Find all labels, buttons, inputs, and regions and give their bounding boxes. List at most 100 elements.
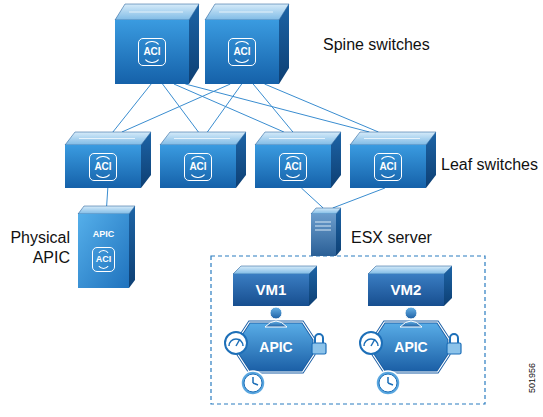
node-text: APIC <box>259 339 292 355</box>
top-face <box>160 132 246 145</box>
node-face: ACI <box>205 20 279 84</box>
front-face <box>160 145 236 188</box>
leaf-switch: ACI <box>65 132 151 188</box>
top-ridge <box>364 138 420 139</box>
node-text: APIC <box>93 229 115 239</box>
aci-icon-text: ACI <box>138 38 165 66</box>
apic-virtual: APIC <box>373 322 449 372</box>
top-face <box>233 266 317 274</box>
node-face: ACI <box>350 145 426 188</box>
front-face <box>205 20 279 84</box>
clock-face <box>379 374 397 392</box>
link-line <box>207 84 241 132</box>
esx-server: ESX server <box>311 208 341 256</box>
front-face <box>78 214 129 288</box>
side-face <box>426 132 436 188</box>
spine-switch: ACI <box>115 4 199 84</box>
side-face <box>444 266 452 306</box>
node-caption: Physical APIC <box>0 228 70 268</box>
group-label: Spine switches <box>323 35 430 55</box>
node-face: APIC ACI <box>78 214 129 286</box>
side-face <box>279 4 289 84</box>
link-line <box>107 188 108 206</box>
top-ridge <box>219 12 273 13</box>
leaf-switch: ACI <box>350 132 436 188</box>
virtual-machine: VM2 <box>368 266 452 306</box>
octagon-inner-border <box>373 322 449 372</box>
node-text: APIC <box>394 339 427 355</box>
group-label: Leaf switches <box>441 155 538 175</box>
top-ridge <box>269 138 325 139</box>
aci-icon-text: ACI <box>228 38 255 66</box>
top-face <box>78 206 135 214</box>
front-face <box>233 274 309 306</box>
virtual-machine: VM1 <box>233 266 317 306</box>
node-text: VM1 <box>256 282 287 298</box>
link-line <box>301 188 323 208</box>
top-face <box>255 132 341 145</box>
node-caption: ESX server <box>351 228 432 248</box>
drive-slots <box>315 222 331 230</box>
front-face <box>311 214 336 256</box>
aci-icon-text: ACI <box>184 153 211 181</box>
link-line <box>265 84 379 132</box>
octagon-outline <box>238 322 314 372</box>
side-face <box>129 206 135 288</box>
top-face <box>115 4 199 20</box>
lock-shackle <box>450 334 458 343</box>
top-face <box>311 208 341 214</box>
side-face <box>141 132 151 188</box>
top-face <box>65 132 151 145</box>
vm-apic-icons <box>225 307 326 395</box>
top-ridge <box>79 138 135 139</box>
link-line <box>333 188 385 208</box>
aci-icon-text: ACI <box>92 247 116 272</box>
leaf-switch: ACI <box>160 132 246 188</box>
link-line <box>253 84 293 132</box>
spine-switch-shape <box>115 4 199 84</box>
node-face: ACI <box>65 145 141 188</box>
top-ridge <box>129 12 183 13</box>
side-face <box>236 132 246 188</box>
top-face <box>368 266 452 274</box>
vm-apic-icons <box>360 307 461 395</box>
node-face: VM1 <box>233 274 309 306</box>
apic-server: APICACIPhysical APIC <box>78 206 135 288</box>
spine-switch: ACI <box>205 4 289 84</box>
side-face <box>331 132 341 188</box>
link-line <box>122 84 230 132</box>
apic-virtual: APIC <box>238 322 314 372</box>
node-face: ACI <box>115 20 189 84</box>
front-face <box>350 145 426 188</box>
node-face: APIC <box>373 322 449 372</box>
spine-switch-shape <box>205 4 289 84</box>
aci-icon-text: ACI <box>89 153 116 181</box>
person-head <box>270 307 282 319</box>
host-boundary <box>211 256 485 404</box>
top-ridge <box>174 138 230 139</box>
leaf-switch: ACI <box>255 132 341 188</box>
link-line <box>113 84 151 132</box>
clock-icon <box>376 371 400 395</box>
front-face <box>368 274 444 306</box>
clock-icon <box>241 371 265 395</box>
octagon-inner-border <box>238 322 314 372</box>
octagon-outline <box>373 322 449 372</box>
node-face: VM2 <box>368 274 444 306</box>
top-face <box>205 4 289 20</box>
front-face <box>65 145 141 188</box>
front-face <box>255 145 331 188</box>
link-line <box>174 84 284 132</box>
front-face <box>115 20 189 84</box>
aci-icon-text: ACI <box>374 153 401 181</box>
lock-shackle <box>315 334 323 343</box>
clock-face <box>244 374 262 392</box>
side-face <box>336 208 341 256</box>
node-face: APIC <box>238 322 314 372</box>
node-text: VM2 <box>391 282 422 298</box>
side-face <box>309 266 317 306</box>
esx-server-shape <box>311 208 341 256</box>
clock-hands <box>388 377 393 385</box>
side-face <box>189 4 199 84</box>
